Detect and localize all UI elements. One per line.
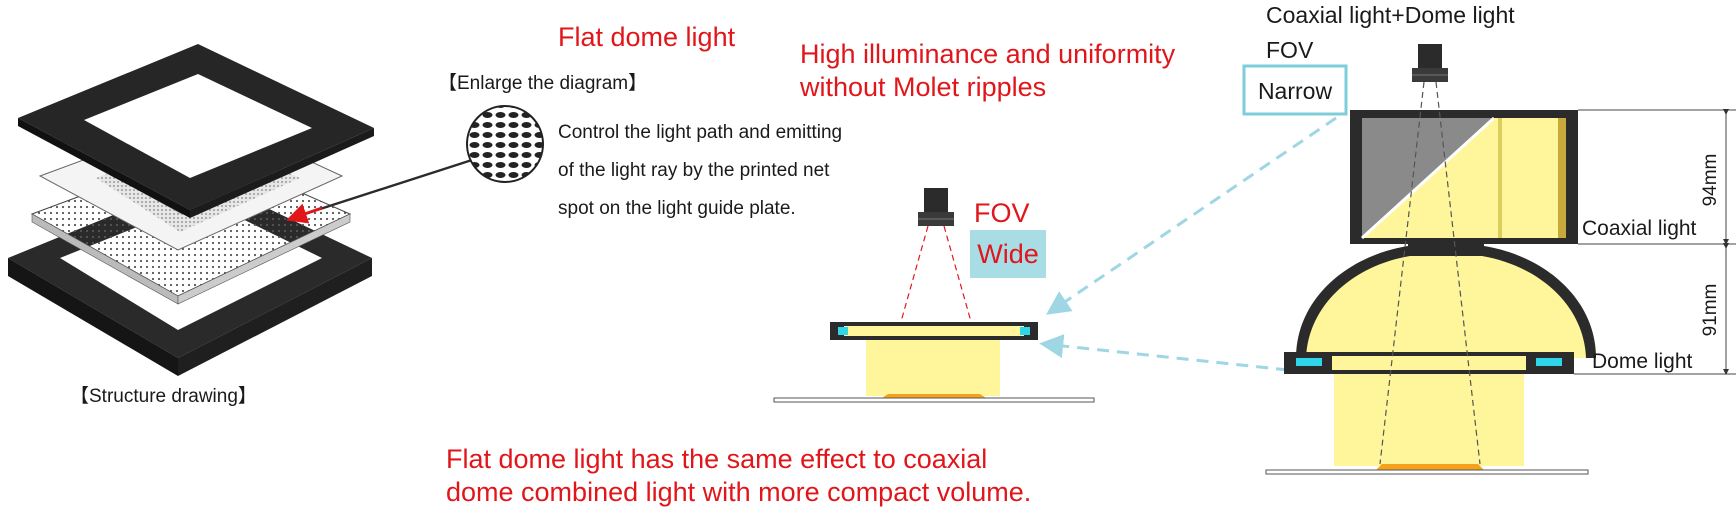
dome-led-right xyxy=(1536,358,1562,366)
conclusion-line-2: dome combined light with more compact vo… xyxy=(446,477,1031,507)
fov-label-narrow: FOV xyxy=(1266,37,1314,63)
description: Control the light path and emitting of t… xyxy=(558,122,842,219)
combined-setup: Coaxial light+Dome light FOV Narrow xyxy=(1242,2,1736,475)
red-pointer-arrow xyxy=(286,203,323,224)
wide-label: Wide xyxy=(977,239,1039,269)
inspected-object xyxy=(882,394,986,398)
camera-icon-top xyxy=(1412,44,1448,82)
dimension-91: 91mm xyxy=(1700,284,1721,337)
led-strip-left xyxy=(838,327,848,335)
description-line-3: spot on the light guide plate. xyxy=(558,198,796,219)
dimension-94: 94mm xyxy=(1700,154,1721,207)
conclusion-line-1: Flat dome light has the same effect to c… xyxy=(446,444,987,474)
sample-stage xyxy=(773,397,1095,403)
inspected-object-right xyxy=(1376,464,1484,470)
flat-dome-illumination xyxy=(866,338,1000,396)
structure-drawing-caption: 【Structure drawing】 xyxy=(70,385,257,407)
enlarge-diagram: 【Enlarge the diagram】 xyxy=(438,72,647,183)
narrow-ray-right xyxy=(1435,81,1481,465)
coaxial-light-unit xyxy=(1350,110,1578,244)
narrow-badge xyxy=(1242,64,1348,116)
description-line-2: of the light ray by the printed net xyxy=(558,160,830,181)
headline-line-1: High illuminance and uniformity xyxy=(800,39,1176,69)
dome-light-unit xyxy=(1284,244,1596,374)
headline-line-2: without Molet ripples xyxy=(799,72,1046,102)
narrow-label: Narrow xyxy=(1258,78,1333,104)
combined-illumination xyxy=(1334,374,1524,466)
flat-dome-setup: FOV Wide xyxy=(773,188,1095,403)
sample-stage-right xyxy=(1265,469,1589,475)
dome-led-left xyxy=(1296,358,1322,366)
camera-icon xyxy=(918,188,954,226)
description-line-1: Control the light path and emitting xyxy=(558,122,842,143)
dome-to-flat-arrow xyxy=(1039,334,1289,372)
dimension-marks xyxy=(1574,109,1736,375)
fov-label-wide: FOV xyxy=(974,198,1030,228)
combo-title: Coaxial light+Dome light xyxy=(1266,2,1515,28)
flat-dome-title: Flat dome light xyxy=(558,22,736,52)
led-strip-right xyxy=(1020,327,1030,335)
exploded-structure-drawing: 【Structure drawing】 xyxy=(8,44,473,407)
flat-dome-plate xyxy=(844,326,1024,336)
narrow-ray-left xyxy=(1379,81,1425,465)
wide-badge xyxy=(970,230,1046,278)
dome-light-label: Dome light xyxy=(1592,350,1693,373)
top-frame xyxy=(18,44,374,218)
printed-dot-pattern xyxy=(467,106,543,182)
coaxial-light-label: Coaxial light xyxy=(1582,217,1697,240)
enlarge-diagram-caption: 【Enlarge the diagram】 xyxy=(438,72,647,94)
coaxial-to-flat-arrow xyxy=(1046,116,1337,315)
beam-splitter xyxy=(1360,116,1496,240)
